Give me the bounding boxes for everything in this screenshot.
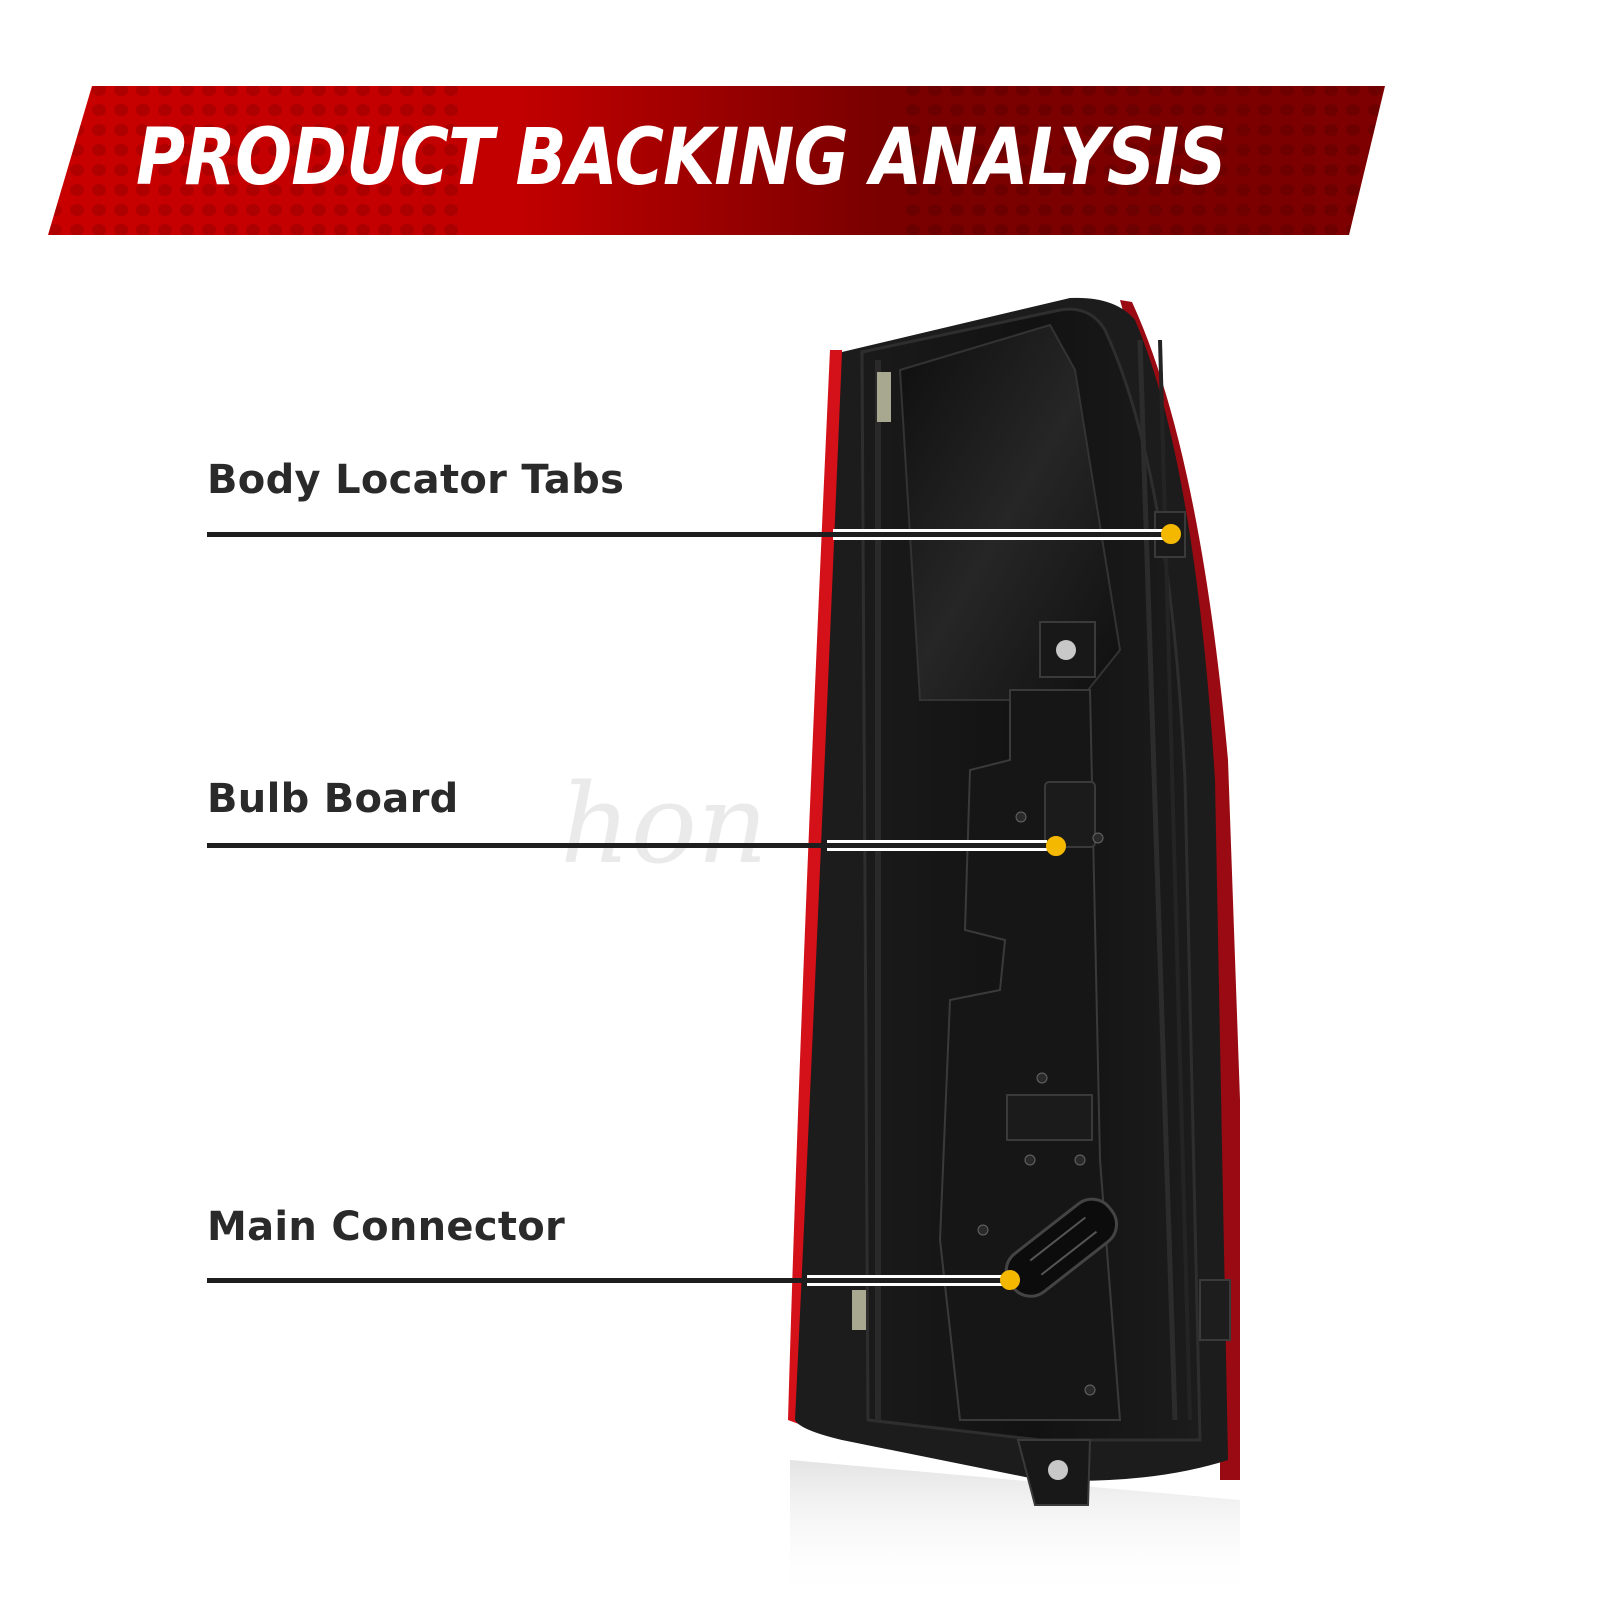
marker-dot-main-connector[interactable]	[1000, 1270, 1020, 1290]
bulb-socket	[1044, 781, 1096, 848]
screw-icon	[1048, 1460, 1068, 1480]
leader-line-bulb-board	[207, 843, 827, 848]
title-banner: PRODUCT BACKING ANALYSIS	[0, 0, 1600, 260]
screw-icon	[1056, 640, 1076, 660]
locator-tab-lower	[1199, 1279, 1231, 1341]
leader-line-inner	[807, 1278, 1003, 1283]
fastener	[1092, 832, 1104, 844]
leader-line-main-connector	[207, 1278, 807, 1283]
leader-line-body-locator-tabs	[207, 532, 833, 537]
callout-label-bulb-board: Bulb Board	[207, 776, 459, 822]
fastener	[1074, 1154, 1086, 1166]
fastener	[1084, 1384, 1096, 1396]
lower-socket	[1006, 1094, 1093, 1141]
leader-line-inner	[833, 532, 1163, 537]
metal-clip-bottom	[852, 1290, 866, 1330]
fastener	[977, 1224, 989, 1236]
leader-line-inner	[827, 843, 1047, 848]
fastener	[1036, 1072, 1048, 1084]
rail-right	[1137, 339, 1178, 1421]
metal-clip-top	[877, 372, 891, 422]
callout-label-body-locator-tabs: Body Locator Tabs	[207, 457, 625, 503]
fastener	[1024, 1154, 1036, 1166]
fastener	[1015, 811, 1027, 823]
banner-title: PRODUCT BACKING ANALYSIS	[136, 113, 1227, 203]
marker-dot-bulb-board[interactable]	[1046, 836, 1066, 856]
marker-dot-body-locator-tabs[interactable]	[1161, 524, 1181, 544]
banner-background	[48, 86, 1385, 235]
inner-cavity	[898, 323, 1122, 701]
floor-reflection	[790, 1460, 1240, 1600]
callout-label-main-connector: Main Connector	[207, 1204, 566, 1250]
